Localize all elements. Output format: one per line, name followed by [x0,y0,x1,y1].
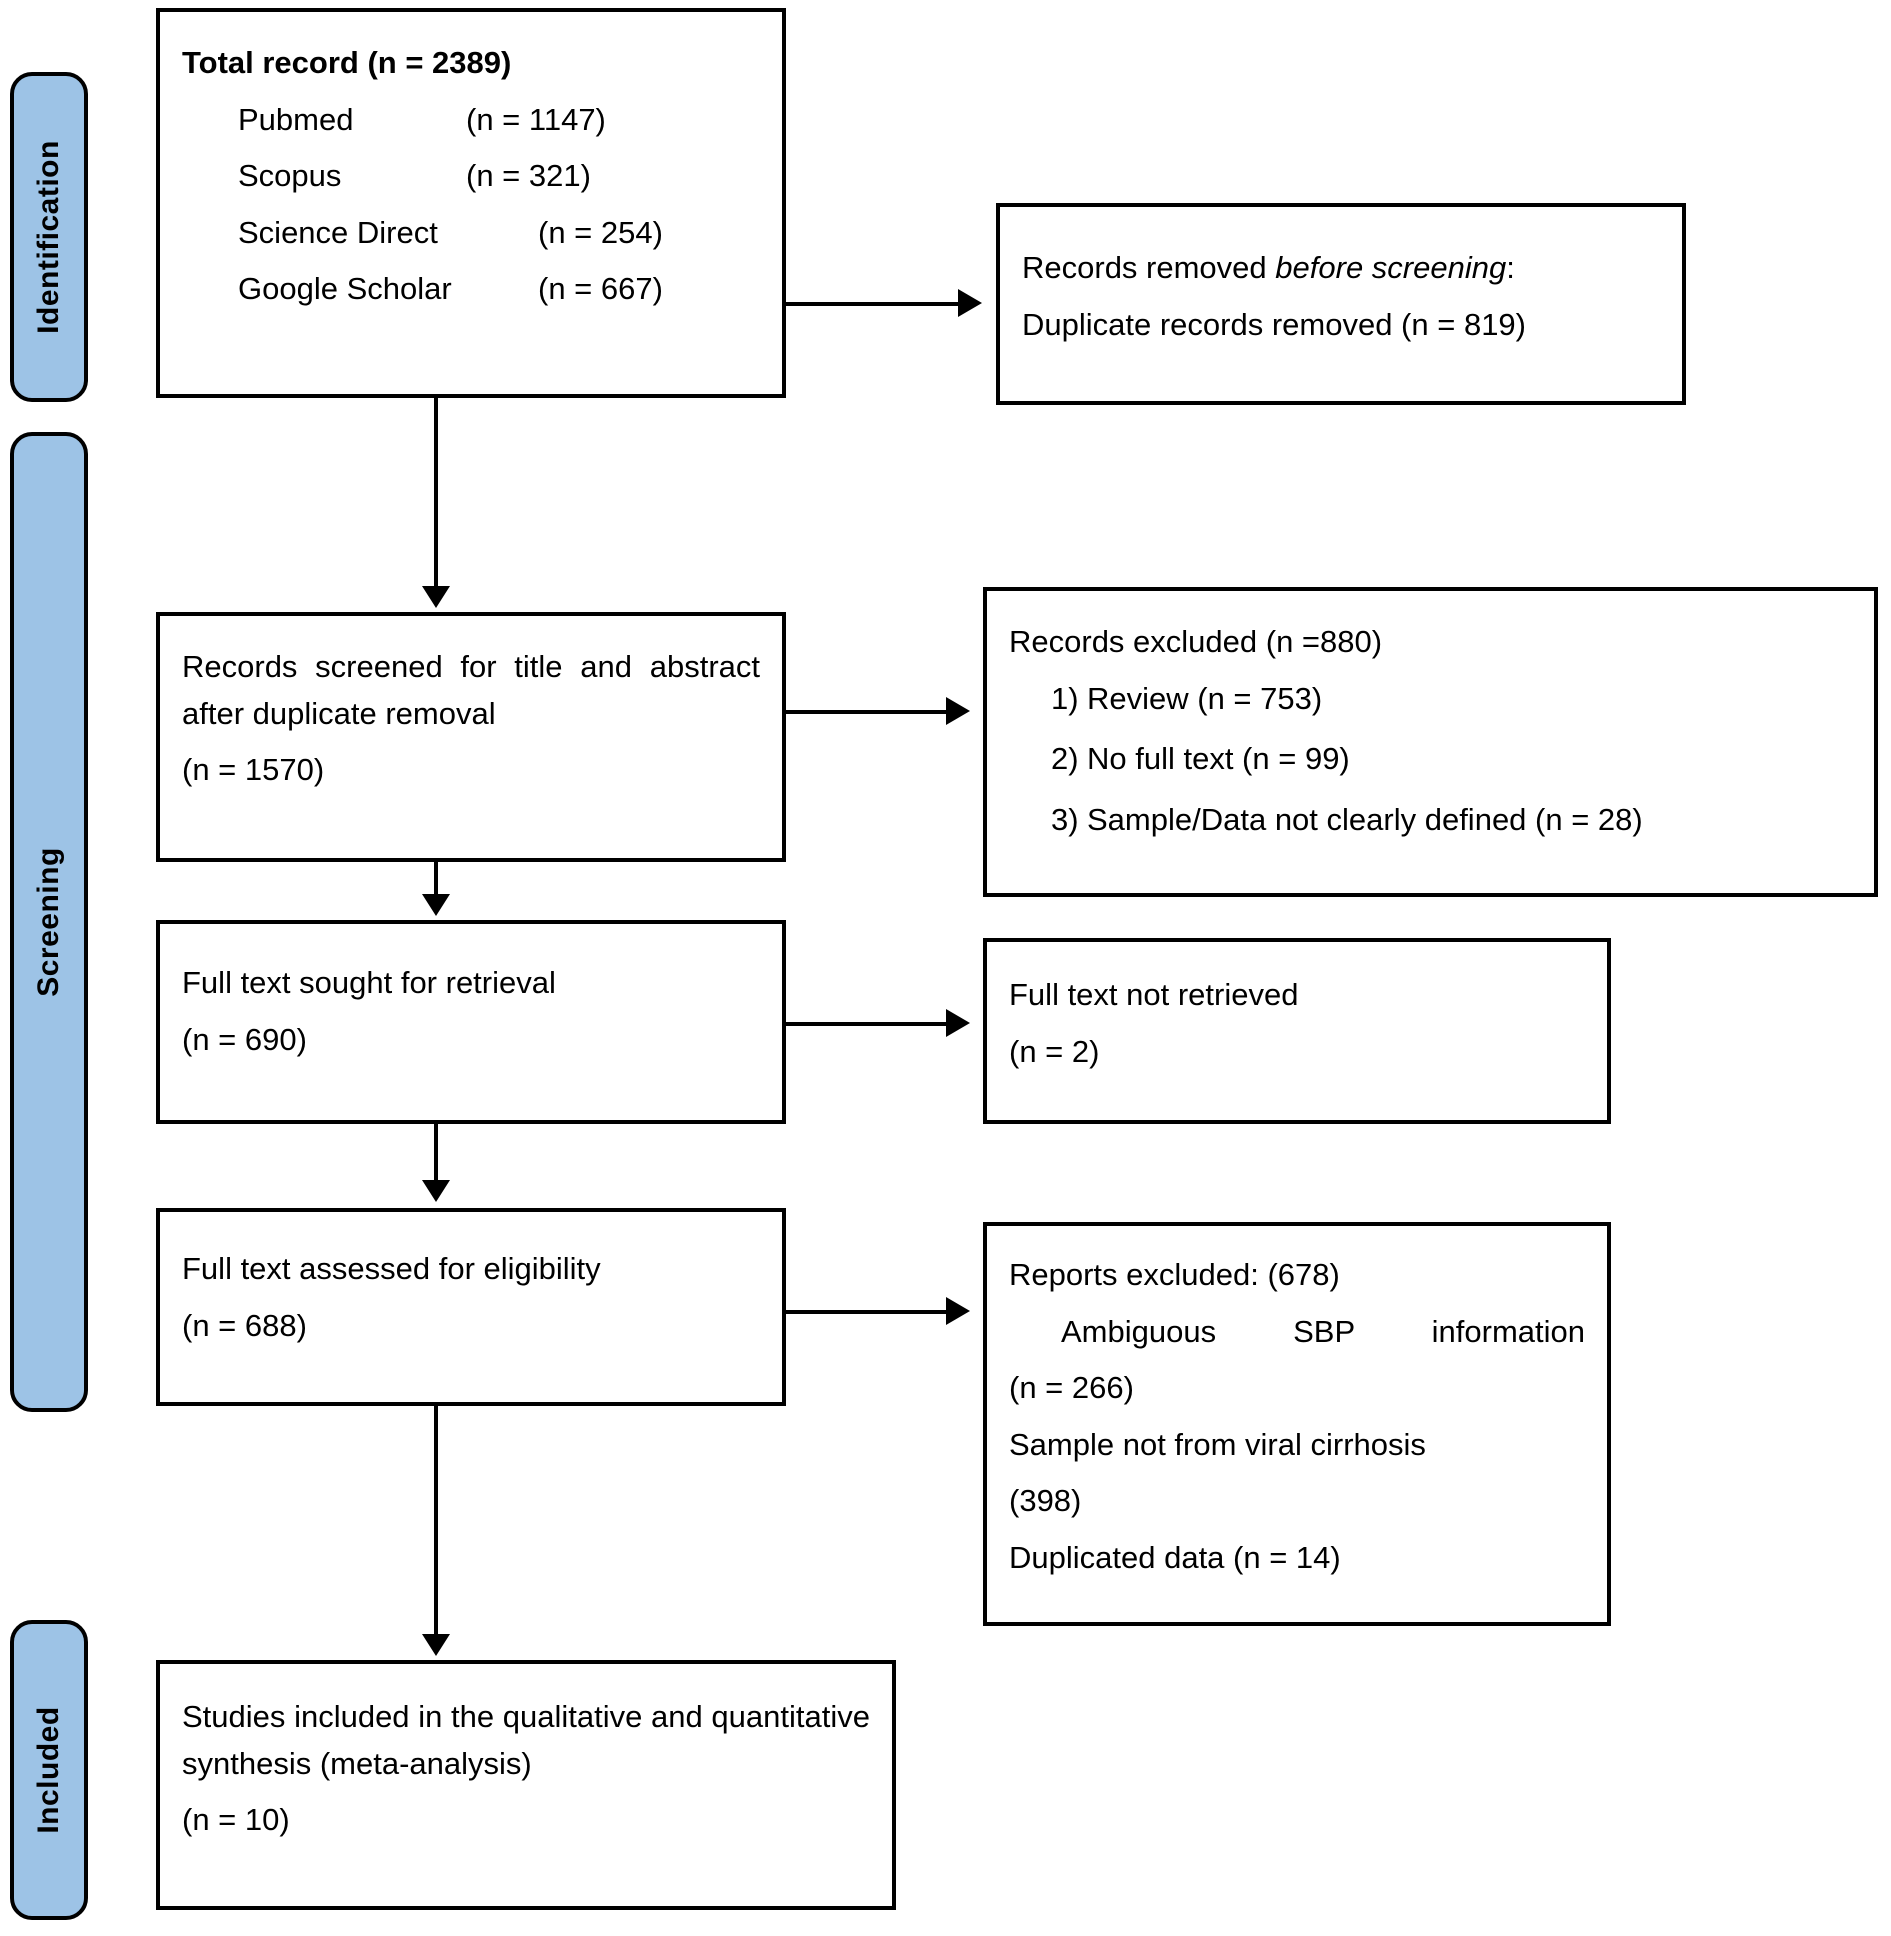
studies-included-line-1: Studies included in the qualitative and … [182,1699,870,1781]
records-excluded-list: 1) Review (n = 753) 2) No full text (n =… [1009,676,1852,844]
full-text-sought-line-2: (n = 690) [182,1021,307,1057]
box-records-excluded: Records excluded (n =880) 1) Review (n =… [983,587,1878,897]
reports-excluded-reason-2: Sample not from viral cirrhosis [1009,1426,1426,1462]
arrow-total-to-removed [958,289,982,317]
studies-included-line-2: (n = 10) [182,1802,290,1837]
box-total-records: Total record (n = 2389) Pubmed (n = 1147… [156,8,786,398]
connector-total-to-screened [434,398,438,588]
full-text-not-retrieved-line-2: (n = 2) [1009,1033,1100,1069]
source-count: (n = 667) [538,271,663,306]
source-row-science-direct: Science Direct (n = 254) [182,210,760,257]
removed-prefix: Records removed [1022,250,1276,285]
full-text-assessed-line-2: (n = 688) [182,1307,307,1343]
box-studies-included: Studies included in the qualitative and … [156,1660,896,1910]
stage-included: Included [10,1620,88,1920]
reports-excluded-reason-2-count: (398) [1009,1483,1082,1518]
removed-italic: before screening [1275,250,1507,285]
records-excluded-heading: Records excluded (n =880) [1009,624,1383,659]
source-count: (n = 1147) [466,101,606,137]
list-item-number: 3) [1051,801,1079,837]
reports-excluded-reason-1: Ambiguous SBP information [1061,1313,1585,1349]
reports-excluded-reason-3: Duplicated data (n = 14) [1009,1539,1341,1575]
connector-screened-to-excluded [786,710,950,714]
box-records-screened: Records screened for title and abstract … [156,612,786,862]
list-item-number: 1) [1051,680,1079,716]
full-text-sought-line-1: Full text sought for retrieval [182,965,556,1000]
box-full-text-not-retrieved: Full text not retrieved (n = 2) [983,938,1611,1124]
arrow-sought-to-not-retrieved [946,1009,970,1037]
list-item: 1) Review (n = 753) [1009,676,1852,723]
stage-identification-label: Identification [32,140,65,334]
arrow-sought-to-assessed [422,1180,450,1202]
full-text-assessed-line-1: Full text assessed for eligibility [182,1251,601,1286]
list-item-text: Sample/Data not clearly defined (n = 28) [1087,801,1643,837]
removed-suffix: : [1506,250,1515,285]
records-screened-line-2: (n = 1570) [182,752,325,787]
stage-identification: Identification [10,72,88,402]
list-item: 3) Sample/Data not clearly defined (n = … [1009,797,1852,844]
removed-before-screening-line-1: Records removed before screening: [1022,245,1660,292]
stage-screening-label: Screening [32,847,65,997]
list-item-number: 2) [1051,741,1079,776]
source-row-pubmed: Pubmed (n = 1147) [182,97,760,144]
connector-sought-to-assessed [434,1124,438,1182]
full-text-not-retrieved-line-1: Full text not retrieved [1009,977,1299,1012]
connector-screened-to-sought [434,862,438,896]
arrow-total-to-screened [422,586,450,608]
removed-before-screening-line-2: Duplicate records removed (n = 819) [1022,306,1526,342]
box-removed-before-screening: Records removed before screening: Duplic… [996,203,1686,405]
connector-sought-to-not-retrieved [786,1022,950,1026]
box-full-text-sought: Full text sought for retrieval (n = 690) [156,920,786,1124]
arrow-assessed-to-included [422,1634,450,1656]
arrow-screened-to-sought [422,894,450,916]
source-row-scopus: Scopus (n = 321) [182,153,760,200]
connector-total-to-removed [786,302,962,306]
source-count: (n = 254) [538,214,663,250]
box-full-text-assessed: Full text assessed for eligibility (n = … [156,1208,786,1406]
stage-included-label: Included [32,1706,65,1834]
records-screened-line-1: Records screened for title and abstract … [182,649,760,731]
reports-excluded-heading: Reports excluded: (678) [1009,1257,1340,1292]
list-item-text: Review (n = 753) [1087,680,1323,716]
source-count: (n = 321) [466,158,591,193]
source-name: Pubmed [238,101,354,137]
list-item: 2) No full text (n = 99) [1009,736,1852,783]
source-row-google-scholar: Google Scholar (n = 667) [182,266,760,313]
total-records-heading: Total record (n = 2389) [182,45,512,80]
reports-excluded-reason-1-count: (n = 266) [1009,1370,1134,1405]
source-name: Google Scholar [238,271,452,306]
connector-assessed-to-reports-excluded [786,1310,950,1314]
arrow-screened-to-excluded [946,697,970,725]
connector-assessed-to-included [434,1406,438,1636]
box-reports-excluded: Reports excluded: (678) Ambiguous SBP in… [983,1222,1611,1626]
source-name: Science Direct [238,214,438,250]
source-name: Scopus [238,158,342,193]
stage-screening: Screening [10,432,88,1412]
list-item-text: No full text (n = 99) [1087,741,1350,776]
arrow-assessed-to-reports-excluded [946,1297,970,1325]
